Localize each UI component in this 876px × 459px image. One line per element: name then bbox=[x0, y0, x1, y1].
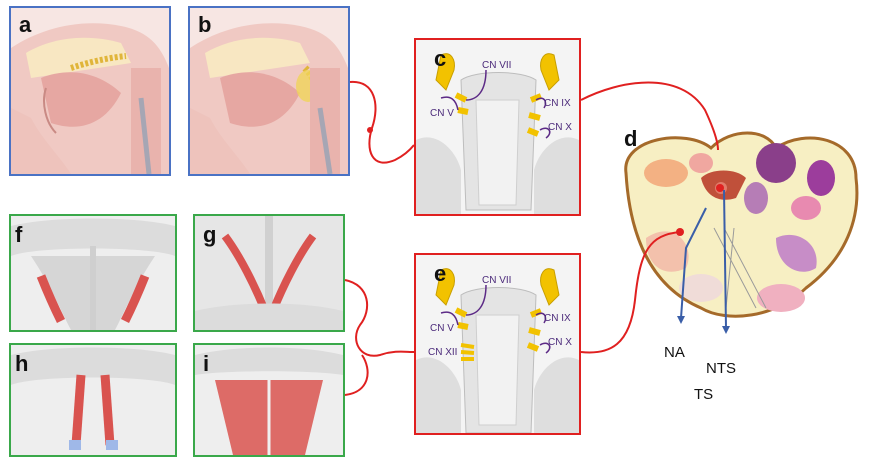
muscle-illustration-h bbox=[11, 345, 175, 455]
panel-a: a bbox=[9, 6, 171, 176]
panel-c: c CN VII CN V CN IX CN X bbox=[414, 38, 581, 216]
panel-b: b bbox=[188, 6, 350, 176]
nucleus-label-nts: NTS bbox=[706, 360, 736, 377]
panel-h: h bbox=[9, 343, 177, 457]
nerve-label-cn12-e: CN XII bbox=[428, 347, 457, 358]
medulla-cross-section bbox=[606, 118, 876, 338]
panel-e: e CN VII CN V CN IX CN X CN XII bbox=[414, 253, 581, 435]
connector-g-to-e bbox=[345, 280, 414, 356]
head-sagittal-illustration-a bbox=[11, 8, 169, 174]
nucleus-label-ts: TS bbox=[694, 386, 713, 403]
nerve-label-cn5-e: CN V bbox=[430, 323, 454, 334]
panel-label-a: a bbox=[19, 14, 31, 36]
panel-f: f bbox=[9, 214, 177, 332]
panel-label-b: b bbox=[198, 14, 211, 36]
panel-g: g bbox=[193, 214, 345, 332]
panel-label-h: h bbox=[15, 353, 28, 375]
nerve-label-cn7-c: CN VII bbox=[482, 60, 511, 71]
connector-dot-b bbox=[367, 127, 373, 133]
panel-label-g: g bbox=[203, 224, 216, 246]
nucleus-label-na: NA bbox=[664, 344, 685, 361]
connector-i-to-e bbox=[345, 355, 368, 395]
nerve-label-cn10-e: CN X bbox=[548, 337, 572, 348]
nerve-label-cn9-e: CN IX bbox=[544, 313, 571, 324]
muscle-illustration-g bbox=[195, 216, 343, 330]
panel-i: i bbox=[193, 343, 345, 457]
nerve-label-cn5-c: CN V bbox=[430, 108, 454, 119]
panel-label-e: e bbox=[434, 263, 446, 285]
muscle-illustration-f bbox=[11, 216, 175, 330]
nerve-label-cn9-c: CN IX bbox=[544, 98, 571, 109]
panel-d: d NA NTS TS bbox=[606, 118, 876, 418]
muscle-illustration-i bbox=[195, 345, 343, 455]
connector-b-to-c bbox=[350, 82, 414, 163]
panel-label-d: d bbox=[624, 128, 637, 150]
panel-label-c: c bbox=[434, 48, 446, 70]
nerve-label-cn7-e: CN VII bbox=[482, 275, 511, 286]
head-sagittal-illustration-b bbox=[190, 8, 348, 174]
panel-label-i: i bbox=[203, 353, 209, 375]
nerve-label-cn10-c: CN X bbox=[548, 122, 572, 133]
panel-label-f: f bbox=[15, 224, 22, 246]
